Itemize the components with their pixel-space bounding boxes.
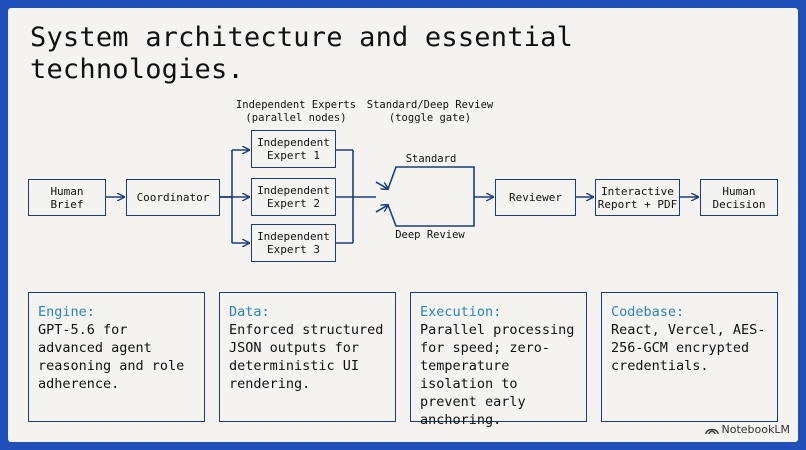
card-codebase: Codebase: React, Vercel, AES-256-GCM enc… xyxy=(601,292,778,422)
node-human-decision: Human Decision xyxy=(700,179,778,216)
node-report: Interactive Report + PDF xyxy=(595,179,680,216)
slide: System architecture and essential techno… xyxy=(8,8,798,442)
node-expert-3: Independent Expert 3 xyxy=(251,224,336,262)
branding-text: NotebookLM xyxy=(721,423,790,436)
card-execution: Execution: Parallel processing for speed… xyxy=(410,292,587,428)
card-body: Enforced structured JSON outputs for det… xyxy=(229,322,384,392)
card-heading: Engine: xyxy=(38,304,95,320)
standard-label: Standard xyxy=(405,153,457,165)
branding: NotebookLM xyxy=(704,423,790,436)
node-coordinator: Coordinator xyxy=(126,179,220,216)
deep-review-label: Deep Review xyxy=(395,229,465,241)
card-engine: Engine: GPT-5.6 for advanced agent reaso… xyxy=(28,292,205,422)
notebooklm-logo-icon xyxy=(704,428,719,434)
gate-arrow-top xyxy=(375,181,388,189)
node-human-brief: Human Brief xyxy=(28,179,106,216)
card-heading: Data: xyxy=(229,304,270,320)
gate-standard-path xyxy=(387,166,475,227)
slide-title: System architecture and essential techno… xyxy=(30,22,574,85)
card-heading: Codebase: xyxy=(611,304,685,320)
node-expert-1: Independent Expert 1 xyxy=(251,130,336,168)
card-heading: Execution: xyxy=(420,304,502,320)
card-body: GPT-5.6 for advanced agent reasoning and… xyxy=(38,322,185,392)
gate-arrow-bottom xyxy=(375,205,388,213)
diagram-connectors xyxy=(106,8,798,442)
card-body: React, Vercel, AES-256-GCM encrypted cre… xyxy=(611,322,766,374)
experts-group-label: Independent Experts (parallel nodes) xyxy=(235,99,357,124)
node-expert-2: Independent Expert 2 xyxy=(251,178,336,216)
card-data: Data: Enforced structured JSON outputs f… xyxy=(219,292,396,422)
node-reviewer: Reviewer xyxy=(495,179,576,216)
review-group-label: Standard/Deep Review (toggle gate) xyxy=(366,99,494,124)
card-body: Parallel processing for speed; zero-temp… xyxy=(420,322,575,428)
